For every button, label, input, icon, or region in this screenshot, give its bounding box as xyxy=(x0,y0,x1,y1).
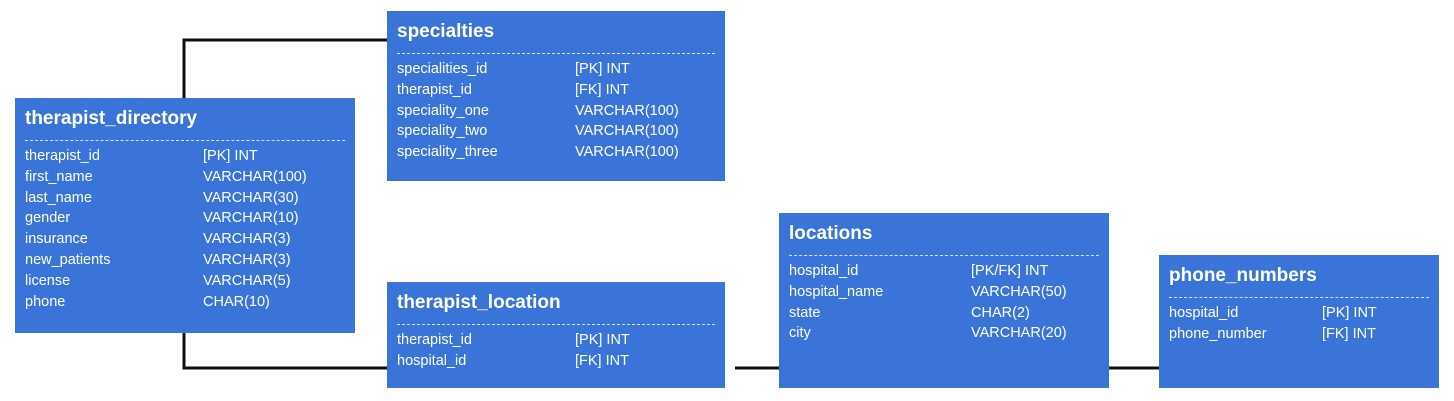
field-name: hospital_name xyxy=(789,283,884,300)
field-row: hospital_id [FK] INT xyxy=(397,351,715,372)
field-type: [PK] INT xyxy=(575,332,630,348)
field-name: hospital_id xyxy=(789,263,859,279)
field-name: gender xyxy=(25,210,71,227)
table-divider xyxy=(1169,297,1429,298)
field-type: VARCHAR(50) xyxy=(971,283,1067,300)
field-row: hospital_id [PK] INT xyxy=(1169,303,1429,324)
field-name: last_name xyxy=(25,189,92,206)
table-title: therapist_location xyxy=(397,292,561,313)
field-type: [PK] INT xyxy=(575,61,630,77)
field-name: therapist_id xyxy=(25,148,100,164)
field-type: VARCHAR(20) xyxy=(971,325,1067,342)
table-specialties: specialties specialities_id [PK] INT the… xyxy=(387,11,725,181)
field-type: [PK] INT xyxy=(1322,305,1377,321)
field-row: speciality_three VARCHAR(100) xyxy=(397,142,715,163)
field-row: last_name VARCHAR(30) xyxy=(25,188,345,209)
table-phone-numbers: phone_numbers hospital_id [PK] INT phone… xyxy=(1159,255,1439,388)
connector-directory-therapist-location xyxy=(182,333,387,370)
field-row: state CHAR(2) xyxy=(789,303,1099,324)
field-row: hospital_name VARCHAR(50) xyxy=(789,282,1099,303)
field-row: therapist_id [FK] INT xyxy=(397,80,715,101)
field-name: hospital_id xyxy=(1169,305,1239,321)
field-type: VARCHAR(3) xyxy=(203,251,291,268)
field-type: [PK] INT xyxy=(203,148,258,164)
table-therapist-directory: therapist_directory therapist_id [PK] IN… xyxy=(15,98,355,333)
field-name: speciality_two xyxy=(397,123,488,140)
field-type: [FK] INT xyxy=(575,81,629,98)
table-divider xyxy=(789,255,1099,256)
field-row: phone_number [FK] INT xyxy=(1169,324,1429,345)
table-divider xyxy=(25,140,345,141)
table-title: phone_numbers xyxy=(1169,265,1317,286)
field-type: VARCHAR(30) xyxy=(203,189,299,206)
field-row: first_name VARCHAR(100) xyxy=(25,167,345,188)
table-title: specialties xyxy=(397,21,495,42)
field-name: first_name xyxy=(25,168,93,185)
table-locations: locations hospital_id [PK/FK] INT hospit… xyxy=(779,213,1109,388)
field-type: [FK] INT xyxy=(575,352,629,369)
table-title: locations xyxy=(789,223,873,244)
field-name: insurance xyxy=(25,231,88,248)
field-row: city VARCHAR(20) xyxy=(789,323,1099,344)
field-type: [FK] INT xyxy=(1322,325,1376,342)
field-type: VARCHAR(100) xyxy=(203,168,307,185)
field-name: speciality_three xyxy=(397,144,498,161)
field-name: city xyxy=(789,325,811,342)
field-row: speciality_two VARCHAR(100) xyxy=(397,121,715,142)
field-type: VARCHAR(100) xyxy=(575,144,679,161)
field-type: VARCHAR(5) xyxy=(203,272,291,289)
table-therapist-location: therapist_location therapist_id [PK] INT… xyxy=(387,282,725,388)
field-name: therapist_id xyxy=(397,332,472,348)
field-name: new_patients xyxy=(25,251,111,268)
field-row: hospital_id [PK/FK] INT xyxy=(789,261,1099,282)
field-type: CHAR(10) xyxy=(203,293,270,310)
field-row: therapist_id [PK] INT xyxy=(397,330,715,351)
field-type: VARCHAR(100) xyxy=(575,123,679,140)
field-name: phone_number xyxy=(1169,325,1267,342)
table-title: therapist_directory xyxy=(25,108,198,129)
field-row: insurance VARCHAR(3) xyxy=(25,229,345,250)
field-type: VARCHAR(10) xyxy=(203,210,299,227)
field-row: specialities_id [PK] INT xyxy=(397,59,715,80)
connector-directory-specialties xyxy=(182,38,387,98)
field-name: specialities_id xyxy=(397,61,488,77)
field-row: license VARCHAR(5) xyxy=(25,271,345,292)
field-name: therapist_id xyxy=(397,81,472,98)
field-name: hospital_id xyxy=(397,352,467,369)
field-name: license xyxy=(25,272,71,289)
field-row: speciality_one VARCHAR(100) xyxy=(397,101,715,122)
field-type: CHAR(2) xyxy=(971,304,1030,321)
field-name: state xyxy=(789,304,821,321)
field-name: speciality_one xyxy=(397,102,489,119)
table-divider xyxy=(397,53,715,54)
field-row: phone CHAR(10) xyxy=(25,292,345,313)
field-row: gender VARCHAR(10) xyxy=(25,208,345,229)
field-name: phone xyxy=(25,293,66,310)
field-type: VARCHAR(100) xyxy=(575,102,679,119)
table-divider xyxy=(397,324,715,325)
field-type: [PK/FK] INT xyxy=(971,263,1049,279)
field-row: new_patients VARCHAR(3) xyxy=(25,250,345,271)
field-row: therapist_id [PK] INT xyxy=(25,146,345,167)
field-type: VARCHAR(3) xyxy=(203,231,291,248)
